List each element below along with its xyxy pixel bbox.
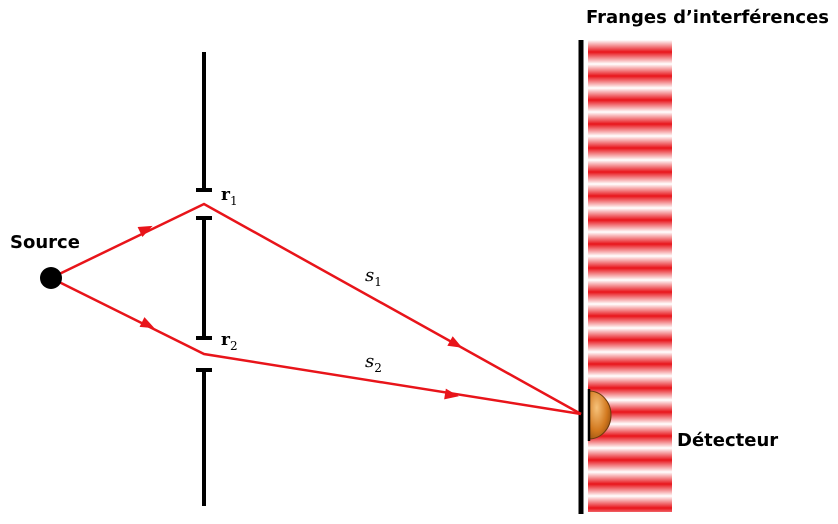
slit2-label: r2 xyxy=(221,330,238,353)
fringes-title: Franges d’interférences xyxy=(586,7,829,28)
arrow-slit2-to-detector xyxy=(444,388,459,400)
path1-label: s1 xyxy=(365,265,382,289)
light-rays xyxy=(50,202,582,416)
path2-label: s2 xyxy=(365,351,382,375)
ray-arrows xyxy=(137,225,463,400)
arrow-slit1-to-detector xyxy=(447,336,463,348)
detector-hemisphere xyxy=(588,390,612,440)
source-label: Source xyxy=(10,232,80,253)
arrow-source-to-slit2 xyxy=(139,317,155,329)
ray-path-1 xyxy=(50,202,582,416)
detector-label: Détecteur xyxy=(677,430,778,451)
source-dot xyxy=(40,267,62,289)
interference-fringes xyxy=(588,40,672,512)
arrow-source-to-slit1 xyxy=(137,225,153,237)
ray-path-2 xyxy=(50,276,582,416)
slit-barrier xyxy=(196,52,212,506)
slit1-label: r1 xyxy=(221,185,238,208)
